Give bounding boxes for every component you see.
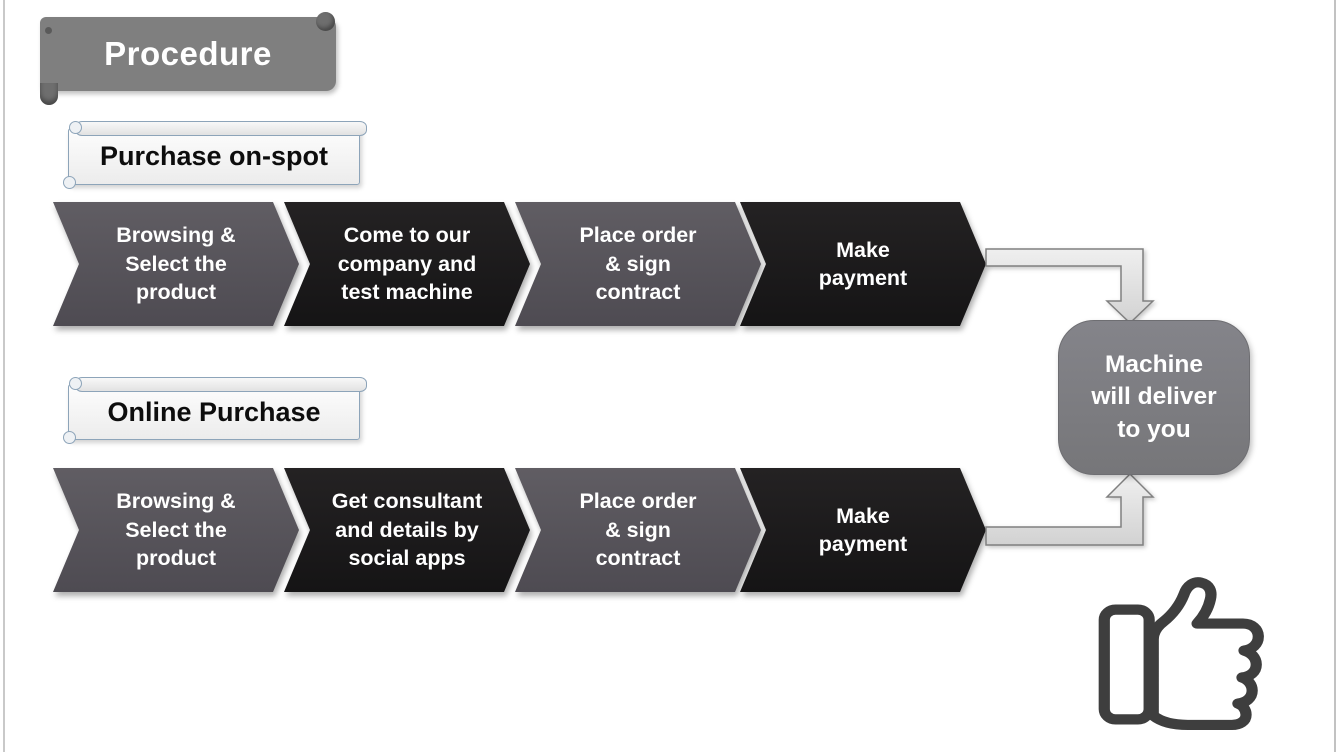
step-browsing-select-product: Browsing & Select the product [53, 202, 299, 326]
step-label: Make payment [740, 468, 986, 592]
step-label: Browsing & Select the product [53, 468, 299, 592]
slide-right-edge-line [1334, 0, 1336, 752]
process-row-purchase-on-spot: Browsing & Select the product Come to ou… [0, 202, 1341, 326]
scroll-curl-bottom-left [63, 431, 76, 444]
thumbs-up-icon [1098, 577, 1264, 731]
scroll-roll-top-right [316, 12, 335, 31]
step-get-consultant-social-apps: Get consultant and details by social app… [284, 468, 530, 592]
step-label: Browsing & Select the product [53, 202, 299, 326]
scroll-curl-bottom-left [40, 83, 58, 105]
section-title: Purchase on-spot [99, 141, 329, 171]
section-label-online-purchase: Online Purchase [63, 377, 367, 444]
result-box-label: Machine will deliver to you [1091, 351, 1217, 443]
step-browsing-select-product: Browsing & Select the product [53, 468, 299, 592]
step-place-order-sign-contract: Place order & sign contract [515, 468, 761, 592]
section-title: Online Purchase [107, 396, 321, 427]
step-come-test-machine: Come to our company and test machine [284, 202, 530, 326]
scroll-curl-top-left [69, 377, 82, 390]
step-label: Come to our company and test machine [284, 202, 530, 326]
step-make-payment: Make payment [740, 468, 986, 592]
step-place-order-sign-contract: Place order & sign contract [515, 202, 761, 326]
section-label-purchase-on-spot: Purchase on-spot [63, 121, 367, 189]
step-label: Get consultant and details by social app… [284, 468, 530, 592]
step-label: Place order & sign contract [515, 468, 761, 592]
title-banner: Procedure [40, 12, 336, 105]
slide-left-edge-line [3, 0, 5, 752]
process-row-online-purchase: Browsing & Select the product Get consul… [0, 468, 1341, 592]
step-label: Make payment [740, 202, 986, 326]
title-banner-body [40, 17, 336, 91]
scroll-curl-top-left [69, 121, 82, 134]
scroll-pin-top-left [45, 27, 52, 34]
step-label: Place order & sign contract [515, 202, 761, 326]
page-title: Procedure [104, 35, 272, 72]
result-box-machine-delivery: Machine will deliver to you [1058, 320, 1250, 475]
scroll-curl-bottom-left [63, 176, 76, 189]
step-make-payment: Make payment [740, 202, 986, 326]
